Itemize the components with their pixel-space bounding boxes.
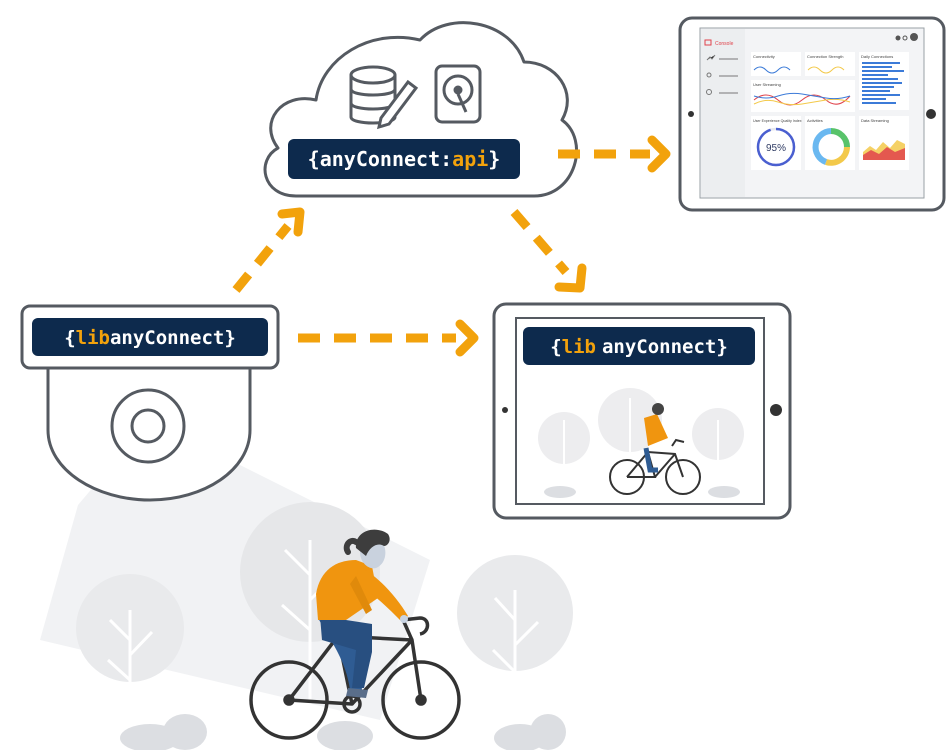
ux-quality-ring — [756, 127, 796, 167]
arrow-camera-to-api — [232, 207, 305, 293]
console-logo-icon — [704, 39, 712, 46]
cloud-api-node: {anyConnect:api} — [263, 21, 579, 198]
api-badge-label: {anyConnect:api} — [308, 147, 501, 171]
app-tablet-camera-dot — [502, 407, 508, 413]
card-ux-quality-title: User Experience Quality Index — [753, 119, 802, 123]
tablet-home-button — [926, 109, 936, 119]
arrow-api-to-dashboard — [558, 135, 671, 173]
camera-lens-inner — [130, 408, 166, 444]
app-tablet-home-button — [770, 404, 782, 416]
card-user-streaming — [751, 80, 855, 112]
app-lib-badge-background — [523, 327, 755, 365]
arrow-api-to-tablet — [510, 209, 587, 293]
user-icon — [902, 35, 908, 41]
arrow-camera-to-tablet — [298, 319, 479, 357]
tree-left — [76, 574, 184, 740]
app-mini-scene — [538, 388, 744, 498]
ux-quality-value: 95% — [766, 143, 786, 154]
dashboard-brand: Console — [715, 41, 734, 47]
camera-lib-badge-label: {libanyConnect} — [64, 327, 236, 349]
dashboard-cards: Connectivity Connection Strength Daily C… — [751, 52, 909, 170]
database-edit-icon — [349, 65, 419, 130]
api-badge-background — [288, 139, 520, 179]
settings-icon — [895, 35, 901, 41]
tablet-camera-dot — [688, 111, 694, 117]
bushes — [120, 714, 566, 750]
camera-lib-node: {libanyConnect} — [20, 304, 280, 502]
card-daily-connections — [859, 52, 909, 110]
card-connectivity-title: Connectivity — [753, 54, 775, 59]
card-user-streaming-title: User Streaming — [753, 82, 781, 87]
sidebar-nav-items — [706, 54, 738, 95]
cyclist-illustration — [249, 529, 461, 740]
card-connection-strength-title: Connection Strength — [807, 54, 843, 59]
avatar-icon — [910, 33, 918, 41]
dashboard-topbar-icons — [895, 33, 918, 41]
dashboard-sidebar — [701, 29, 745, 197]
hard-drive-icon — [434, 64, 482, 124]
card-activities-title: Activities — [807, 118, 823, 123]
tree-right — [457, 555, 573, 740]
camera-lib-badge-background — [32, 318, 268, 356]
cyclist-rider — [316, 529, 408, 698]
dashboard-tablet: Console Connectivity Connection Strength… — [678, 16, 946, 212]
card-daily-connections-title: Daily Connections — [861, 54, 893, 59]
card-data-streaming-title: Data Streaming — [861, 118, 889, 123]
